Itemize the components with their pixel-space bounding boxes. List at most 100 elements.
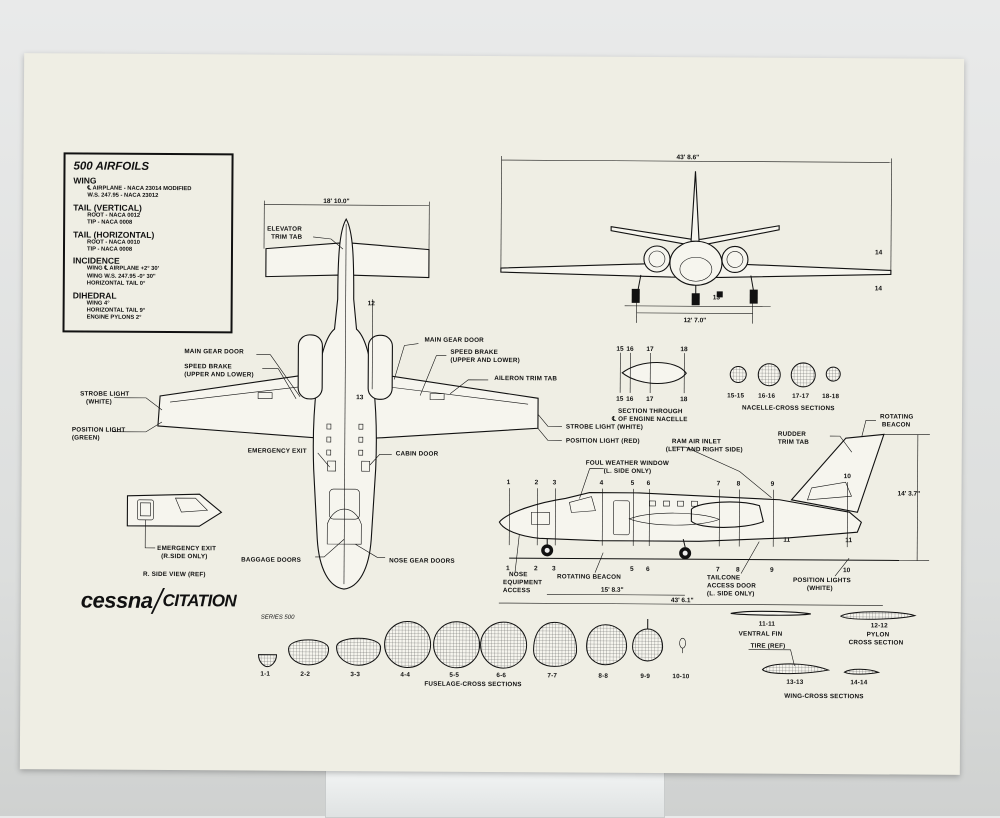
r-side-view-ref: EMERGENCY EXIT(R.SIDE ONLY) R. SIDE VIEW… [127,494,222,579]
label-speed-brake-left: SPEED BRAKE(UPPER AND LOWER) [184,363,254,378]
dim-stab-span: 18' 10.0" [323,198,349,205]
label-ventral-fin: VENTRAL FIN [739,631,783,638]
airfoil-row: HORIZONTAL TAIL 0° [87,281,223,289]
station-5-bottom: 5 [630,566,634,573]
fuselage-section-5: 5-5 [449,672,459,679]
airfoil-row: TIP - NACA 0008 [87,247,223,255]
nacelle-section-18: 18-18 [822,393,839,400]
station-2: 2 [535,479,539,486]
wing-section-12: 12-12 [871,622,888,629]
front-right-engine [722,246,748,272]
station-7-bottom: 7 [716,566,720,573]
label-rotating-beacon-bottom: ROTATING BEACON [557,573,621,580]
mark-14-lower: 14 [875,285,883,292]
fuselage-section-10: 10-10 [672,673,689,680]
label-main-gear-door-right: MAIN GEAR DOOR [424,337,484,344]
label-main-gear-door-left: MAIN GEAR DOOR [184,348,244,355]
station-10: 10 [844,473,852,480]
airfoil-row: ENGINE PYLONS 2° [87,315,223,323]
station-6-bottom: 6 [646,566,650,573]
airfoil-spec-box: 500 AIRFOILS WING ℄ AIRPLANE - NACA 2301… [62,152,233,333]
logo-series: SERIES 500 [261,615,295,621]
plan-left-engine [298,335,322,399]
fuselage-section-4: 4-4 [400,671,410,678]
label-cabin-door: CABIN DOOR [396,450,439,457]
airfoil-heading-tail-horizontal: TAIL (HORIZONTAL) [73,229,223,240]
airfoil-row: W.S. 247.95 - NACA 23012 [87,193,223,201]
dim-wheelbase: 15' 8.3" [601,587,624,594]
mark-14-upper: 14 [875,249,883,256]
mark-12: 12 [368,300,376,307]
label-section-nacelle: SECTION THROUGH℄ OF ENGINE NACELLE [611,408,688,423]
nacelle-cross-sections: 15-15 16-16 17-17 18-18 NACELLE-CROSS SE… [727,362,840,412]
wing-section-13: 13-13 [786,679,803,686]
nacelle-mark-17-bottom: 17 [646,396,654,403]
nacelle-section: 15 16 17 18 15 16 17 18 SECTION THROUGH℄… [611,346,688,423]
front-view: 43' 8.6" 12' 7.0" 13 14 14 [501,153,892,325]
label-baggage-doors: BAGGAGE DOORS [241,556,301,563]
nacelle-section-16: 16-16 [758,393,775,400]
station-3-bottom: 3 [552,565,556,572]
airfoil-row: TIP - NACA 0008 [87,220,223,228]
fuselage-cross-sections: 1-1 2-2 3-3 4-4 5-5 6-6 7-7 8-8 9-9 10-1… [258,617,690,690]
station-6: 6 [647,480,651,487]
logo-brand-cessna: cessna [81,587,153,613]
logo-brand-citation: citation [162,591,236,611]
nacelle-mark-17-top: 17 [646,346,654,353]
front-vertical-fin [691,171,699,241]
dim-height: 14' 3.7" [897,490,920,497]
station-3: 3 [553,479,557,486]
label-tire-ref: TIRE (REF) [751,643,786,650]
nacelle-section-15: 15-15 [727,392,744,399]
station-9-bottom: 9 [770,567,774,574]
dim-length: 43' 6.1" [671,597,694,604]
mark-13-front: 13 [713,294,721,301]
fuselage-section-1: 1-1 [260,671,270,678]
blueprint-sheet: 18' 10.0" 12 13 ELEVA [20,53,964,775]
front-fuselage [670,241,722,285]
mark-13-plan: 13 [356,394,364,401]
label-r-side-view: R. SIDE VIEW (REF) [143,571,206,578]
label-speed-brake-right: SPEED BRAKE(UPPER AND LOWER) [450,349,520,364]
station-2-bottom: 2 [534,565,538,572]
airfoil-heading-dihedral: DIHEDRAL [73,290,223,301]
cessna-citation-logo: cessna citation SERIES 500 [81,587,237,614]
label-nacelle-sections: NACELLE-CROSS SECTIONS [742,405,835,413]
dim-tread: 12' 7.0" [684,317,707,324]
label-foul-weather-window: FOUL WEATHER WINDOW(L. SIDE ONLY) [586,460,669,476]
plan-right-engine [368,335,392,399]
airfoil-heading-tail-vertical: TAIL (VERTICAL) [73,202,223,213]
station-8: 8 [737,480,741,487]
side-view: 1 2 3 4 5 6 7 8 9 10 1 2 3 5 6 7 8 9 10 … [499,411,930,606]
fuselage-section-2: 2-2 [300,671,310,678]
station-1: 1 [507,479,511,486]
nacelle-mark-18-top: 18 [680,346,688,353]
airfoil-title: 500 AIRFOILS [73,160,223,173]
label-ram-air-inlet: RAM AIR INLET(LEFT AND RIGHT SIDE) [666,438,743,453]
fuselage-section-6: 6-6 [496,672,506,679]
label-nose-gear-doors: NOSE GEAR DOORS [389,557,455,564]
front-left-engine [644,246,670,272]
station-5: 5 [631,480,635,487]
label-position-lights: POSITION LIGHTS(WHITE) [793,577,851,592]
label-position-light-right: POSITION LIGHT (RED) [566,437,640,444]
mark-11-a: 11 [783,537,790,544]
label-strobe-light-left: STROBE LIGHT(WHITE) [80,390,129,405]
station-7: 7 [717,480,721,487]
fuselage-section-9: 9-9 [640,673,650,680]
station-9: 9 [771,481,775,488]
fuselage-section-7: 7-7 [547,672,557,679]
station-8-bottom: 8 [736,566,740,573]
label-wing-sections: WING-CROSS SECTIONS [784,693,863,700]
mark-11-b: 11 [845,537,852,544]
nacelle-section-17: 17-17 [792,393,809,400]
nacelle-mark-18-bottom: 18 [680,396,688,403]
wing-section-11: 11-11 [759,621,776,628]
label-aileron-trim-tab: AILERON TRIM TAB [494,375,557,382]
